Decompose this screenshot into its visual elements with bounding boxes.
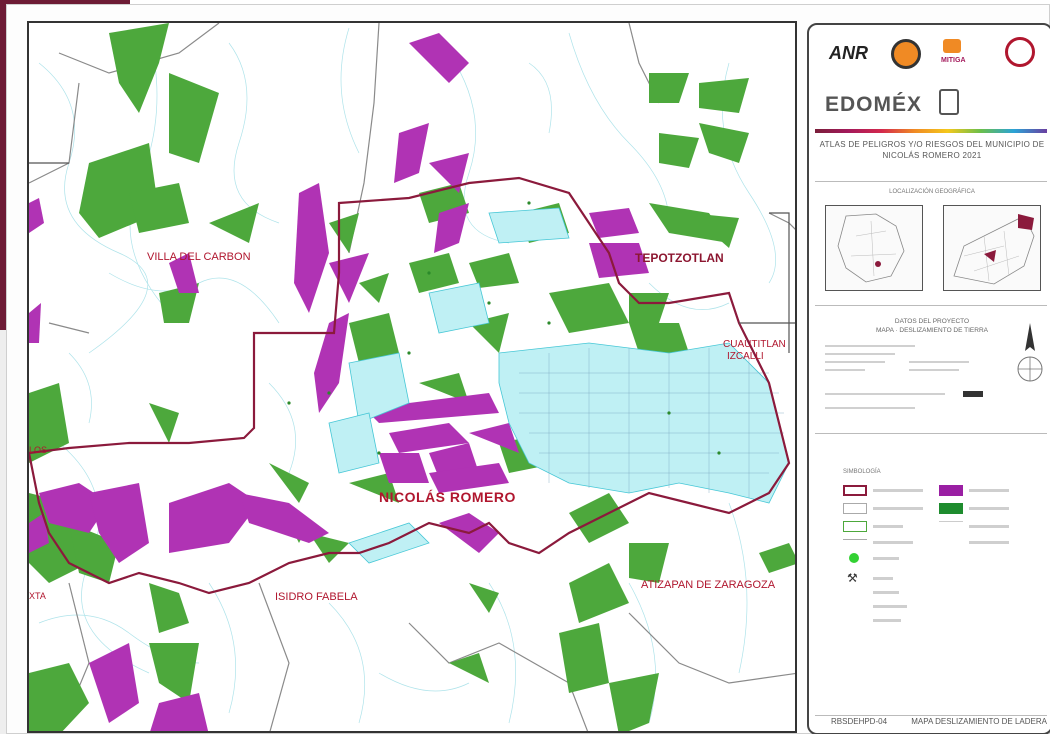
label-villa-del-carbon: VILLA DEL CARBON [147, 251, 251, 263]
inset-map-state[interactable] [825, 205, 923, 291]
mitiga-icon [943, 39, 961, 53]
label-left-edge-2: XTA [29, 591, 46, 601]
map-frame[interactable]: VILLA DEL CARBON TEPOTZOTLAN CUAUTITLAN … [27, 21, 797, 733]
north-arrow-icon [1017, 323, 1043, 382]
legend-road [843, 539, 867, 550]
legend-locality-icon [849, 553, 859, 563]
neighbor-boundary [29, 162, 795, 353]
footer-code: RBSDEHPD-04 [831, 717, 888, 726]
mitiga-label: MITIGA [941, 57, 966, 64]
label-nicolas-romero: NICOLÁS ROMERO [379, 489, 516, 505]
map-canvas [29, 23, 795, 731]
color-bar [815, 129, 1047, 133]
escudo-icon [939, 89, 959, 115]
legend-urban-area [843, 521, 867, 532]
anr-logo-icon: ANR [829, 43, 868, 63]
proteccion-civil-icon [891, 39, 921, 69]
mine-hammer-icon: ⚒ [847, 571, 858, 585]
legend-item-extra [939, 521, 963, 532]
label-tepotzotlan: TEPOTZOTLAN [635, 251, 724, 265]
location-label: LOCALIZACIÓN GEOGRÁFICA [889, 189, 975, 195]
locality-points [287, 201, 721, 455]
label-izcalli: IZCALLI [727, 351, 764, 362]
urban-texture [519, 348, 784, 498]
inset-map-region[interactable] [943, 205, 1041, 291]
datos-subheading: MAPA · DESLIZAMIENTO DE TIERRA [876, 327, 988, 334]
scale-bar [963, 391, 983, 397]
datos-heading: DATOS DEL PROYECTO [894, 318, 970, 325]
legend-title: SIMBOLOGÍA [843, 469, 881, 475]
legend-green-zone [939, 503, 963, 514]
label-isidro-fabela: ISIDRO FABELA [275, 591, 358, 603]
purple-zones [29, 33, 649, 731]
map-info-panel: ANR MITIGA EDOMÉX ATLAS DE PELIGROS Y/O … [807, 23, 1050, 734]
map-footer: RBSDEHPD-04 MAPA DESLIZAMIENTO DE LADERA [831, 717, 1047, 726]
municipal-boundary [29, 176, 791, 595]
label-atizapan: ATIZAPAN DE ZARAGOZA [641, 579, 776, 591]
edomex-logo: EDOMÉX [825, 93, 923, 116]
legend-neighbor-boundary [843, 503, 867, 514]
footer-name: MAPA DESLIZAMIENTO DE LADERA [911, 717, 1047, 726]
panel-title: ATLAS DE PELIGROS Y/O RIESGOS DEL MUNICI… [819, 140, 1045, 160]
bomberos-icon [1005, 37, 1035, 67]
label-left-edge: LOS [29, 445, 48, 455]
legend-purple-zone [939, 485, 963, 496]
map-sheet: VILLA DEL CARBON TEPOTZOTLAN CUAUTITLAN … [6, 4, 1050, 734]
datos-title: DATOS DEL PROYECTO MAPA · DESLIZAMIENTO … [819, 317, 1045, 335]
legend-municipal-boundary [843, 485, 867, 496]
logos-area: ANR MITIGA EDOMÉX [809, 25, 1050, 135]
label-cuautitlan: CUAUTITLAN [723, 339, 786, 350]
urban-area [328, 207, 790, 564]
